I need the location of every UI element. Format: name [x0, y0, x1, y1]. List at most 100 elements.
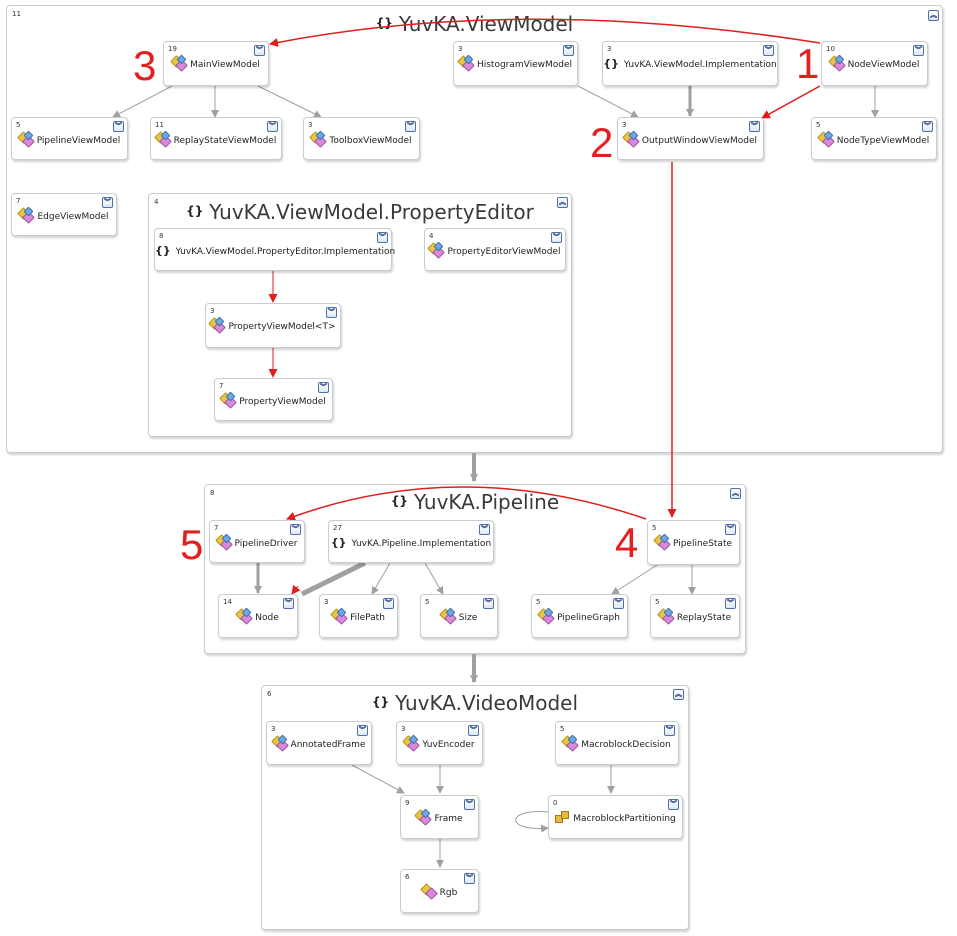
expand-button[interactable]: ︾: [763, 45, 774, 56]
node-replaystate[interactable]: 5 ︾ ReplayState: [650, 594, 740, 638]
namespace-icon: {}: [330, 536, 347, 549]
node-label-text: PipelineState: [672, 539, 733, 549]
node-label: OutputWindowViewModel: [618, 130, 763, 148]
node-pipelinestate[interactable]: 5 ︾ PipelineState: [647, 520, 740, 565]
expand-button[interactable]: ︾: [551, 232, 562, 243]
class-icon: [537, 607, 555, 625]
node-label-text: Rgb: [439, 888, 458, 898]
expand-button[interactable]: ︾: [102, 197, 113, 208]
expand-button[interactable]: ︾: [267, 121, 278, 132]
node-propertyviewmodel-generic[interactable]: 3 ︾ PropertyViewModel<T>: [205, 303, 341, 348]
expand-button[interactable]: ︾: [913, 45, 924, 56]
node-propertyeditor-implementation[interactable]: 8 ︾ {}YuvKA.ViewModel.PropertyEditor.Imp…: [154, 228, 395, 271]
node-count: 0: [553, 799, 558, 807]
node-label-text: ToolboxViewModel: [329, 136, 412, 146]
node-macroblockdecision[interactable]: 5 ︾ MacroblockDecision: [555, 721, 679, 765]
group-count: 8: [210, 489, 215, 497]
node-size[interactable]: 5 ︾ Size: [420, 594, 498, 638]
collapse-button[interactable]: ︽: [673, 689, 684, 700]
node-nodetypeviewmodel[interactable]: 5 ︾ NodeTypeViewModel: [811, 117, 937, 160]
class-icon: [309, 130, 328, 148]
node-label-text: PipelineViewModel: [36, 136, 121, 146]
expand-button[interactable]: ︾: [405, 121, 416, 132]
node-viewmodel-implementation[interactable]: 3 ︾ {}YuvKA.ViewModel.Implementation: [602, 41, 778, 86]
node-label: Node: [219, 607, 297, 625]
node-label: ReplayStateViewModel: [151, 130, 281, 148]
class-icon: [17, 206, 36, 224]
node-label: PipelineDriver: [210, 533, 304, 551]
node-label: MainViewModel: [164, 54, 268, 72]
expand-button[interactable]: ︾: [613, 598, 624, 609]
node-count: 9: [405, 799, 410, 807]
expand-button[interactable]: ︾: [664, 725, 675, 736]
node-pipelinegraph[interactable]: 5 ︾ PipelineGraph: [531, 594, 628, 638]
node-count: 5: [16, 121, 21, 129]
node-frame[interactable]: 9 ︾ Frame: [400, 795, 479, 839]
node-macroblockpartitioning[interactable]: 0 ︾ MacroblockPartitioning: [548, 795, 683, 839]
node-label-text: ReplayState: [676, 613, 732, 623]
node-label-text: FilePath: [350, 613, 385, 623]
edge: [577, 85, 639, 118]
node-pipelinedriver[interactable]: 7 ︾ PipelineDriver: [209, 520, 305, 563]
node-rgb[interactable]: 6 ︾ Rgb: [400, 869, 479, 913]
node-mainviewmodel[interactable]: 19 ︾ MainViewModel: [163, 41, 269, 86]
node-propertyeditorviewmodel[interactable]: 4 ︾ PropertyEditorViewModel: [424, 228, 566, 271]
node-count: 14: [223, 598, 232, 606]
expand-button[interactable]: ︾: [464, 873, 475, 884]
annotation-number-2: 2: [590, 119, 614, 166]
expand-button[interactable]: ︾: [318, 382, 329, 393]
expand-button[interactable]: ︾: [113, 121, 124, 132]
node-label: {}YuvKA.ViewModel.PropertyEditor.Impleme…: [155, 244, 395, 257]
expand-button[interactable]: ︾: [254, 45, 265, 56]
class-icon: [16, 130, 35, 148]
expand-button[interactable]: ︾: [479, 524, 490, 535]
node-outputwindowviewmodel[interactable]: 3 ︾ OutputWindowViewModel: [617, 117, 764, 160]
expand-button[interactable]: ︾: [357, 725, 368, 736]
edge: [424, 562, 444, 595]
node-replaystateviewmodel[interactable]: 11 ︾ ReplayStateViewModel: [150, 117, 282, 160]
node-count: 5: [425, 598, 430, 606]
expand-button[interactable]: ︾: [290, 524, 301, 535]
expand-button[interactable]: ︾: [383, 598, 394, 609]
expand-button[interactable]: ︾: [922, 121, 933, 132]
node-yuvencoder[interactable]: 3 ︾ YuvEncoder: [396, 721, 483, 765]
collapse-button[interactable]: ︽: [557, 197, 568, 208]
node-propertyviewmodel[interactable]: 7 ︾ PropertyViewModel: [214, 378, 333, 421]
node-edgeviewmodel[interactable]: 7 ︾ EdgeViewModel: [11, 193, 117, 236]
node-pipeline-implementation[interactable]: 27 ︾ {}YuvKA.Pipeline.Implementation: [328, 520, 494, 563]
expand-button[interactable]: ︾: [483, 598, 494, 609]
expand-button[interactable]: ︾: [725, 598, 736, 609]
expand-button[interactable]: ︾: [563, 45, 574, 56]
collapse-button[interactable]: ︽: [730, 488, 741, 499]
collapse-button[interactable]: ︽: [928, 10, 939, 21]
node-annotatedframe[interactable]: 3 ︾ AnnotatedFrame: [266, 721, 372, 765]
highlight-edge: [761, 85, 821, 119]
expand-button[interactable]: ︾: [464, 799, 475, 810]
node-pipelineviewmodel[interactable]: 5 ︾ PipelineViewModel: [11, 117, 128, 160]
node-node[interactable]: 14 ︾ Node: [218, 594, 298, 638]
edge-self-loop: [515, 811, 549, 833]
node-toolboxviewmodel[interactable]: 3 ︾ ToolboxViewModel: [303, 117, 420, 160]
expand-button[interactable]: ︾: [725, 524, 736, 535]
group-title-text: YuvKA.VideoModel: [395, 691, 579, 715]
node-nodeviewmodel[interactable]: 10 ︾ NodeViewModel: [821, 41, 928, 86]
group-title-text: YuvKA.ViewModel.PropertyEditor: [209, 200, 534, 224]
expand-button[interactable]: ︾: [326, 307, 337, 318]
annotation-number-1: 1: [796, 40, 820, 87]
node-filepath[interactable]: 3 ︾ FilePath: [319, 594, 398, 638]
node-label: PipelineState: [648, 533, 739, 551]
expand-button[interactable]: ︾: [668, 799, 679, 810]
node-label-text: NodeViewModel: [847, 60, 920, 70]
expand-button[interactable]: ︾: [377, 232, 388, 243]
expand-button[interactable]: ︾: [468, 725, 479, 736]
namespace-icon: {}: [371, 695, 390, 709]
edge: [351, 764, 405, 794]
enum-icon: [555, 811, 570, 823]
expand-button[interactable]: ︾: [749, 121, 760, 132]
group-title: {} YuvKA.VideoModel: [262, 691, 688, 715]
expand-button[interactable]: ︾: [283, 598, 294, 609]
namespace-icon: {}: [390, 494, 408, 508]
node-label-text: PipelineGraph: [557, 613, 620, 623]
node-count: 3: [210, 307, 215, 315]
node-histogramviewmodel[interactable]: 3 ︾ HistogramViewModel: [453, 41, 578, 86]
